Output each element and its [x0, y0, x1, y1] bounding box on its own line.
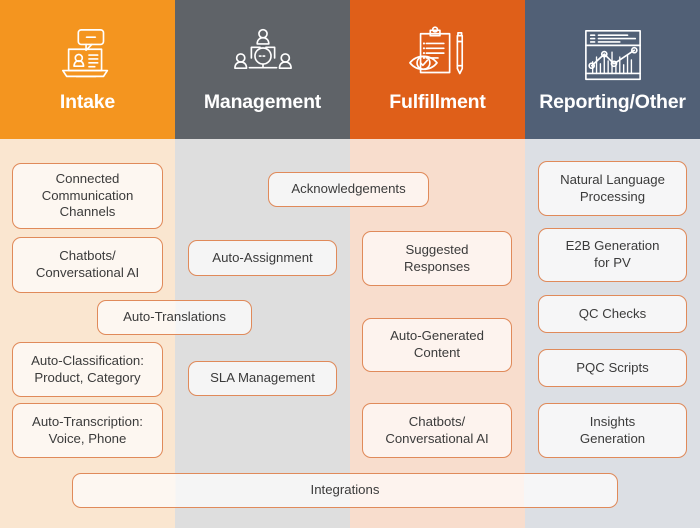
- team-hierarchy-icon: [232, 26, 294, 84]
- capability-box-acknowledgements[interactable]: Acknowledgements: [268, 172, 429, 207]
- capability-label-chatbots-conversational-ai-intake: Chatbots/ Conversational AI: [35, 248, 140, 280]
- capability-box-auto-transcription[interactable]: Auto-Transcription: Voice, Phone: [12, 403, 163, 458]
- capability-label-auto-classification: Auto-Classification: Product, Category: [31, 352, 144, 385]
- capability-box-suggested-responses[interactable]: Suggested Responses: [362, 231, 512, 286]
- capability-label-auto-transcription: Auto-Transcription: Voice, Phone: [32, 413, 143, 446]
- capability-box-integrations[interactable]: Integrations: [72, 473, 618, 508]
- capability-label-natural-language-processing: Natural Language Processing: [560, 171, 665, 204]
- capability-label-auto-assignment: Auto-Assignment: [212, 249, 313, 265]
- capability-box-natural-language-processing[interactable]: Natural Language Processing: [538, 161, 687, 216]
- capability-box-auto-assignment[interactable]: Auto-Assignment: [188, 240, 337, 276]
- capability-box-auto-generated-content[interactable]: Auto-Generated Content: [362, 318, 512, 372]
- capability-box-connected-communication-channels[interactable]: Connected Communication Channels: [12, 163, 163, 229]
- capability-box-chatbots-conversational-ai-fulfillment[interactable]: Chatbots/ Conversational AI: [362, 403, 512, 458]
- laptop-chat-user-icon: [57, 26, 119, 84]
- capability-label-insights-generation: Insights Generation: [579, 413, 646, 446]
- capability-label-pqc-scripts: PQC Scripts: [576, 359, 649, 375]
- capability-label-auto-translations: Auto-Translations: [123, 309, 226, 325]
- column-title-fulfillment: Fulfillment: [389, 91, 486, 113]
- capability-label-auto-generated-content: Auto-Generated Content: [390, 328, 484, 360]
- capability-box-auto-classification[interactable]: Auto-Classification: Product, Category: [12, 342, 163, 397]
- column-title-management: Management: [203, 91, 322, 113]
- capability-box-sla-management[interactable]: SLA Management: [188, 361, 337, 396]
- capability-label-integrations: Integrations: [310, 482, 380, 498]
- analytics-chart-window-icon: [582, 26, 644, 84]
- clipboard-eye-review-icon: [407, 26, 469, 84]
- capability-label-acknowledgements: Acknowledgements: [291, 181, 406, 197]
- column-title-reporting: Reporting/Other: [539, 91, 686, 113]
- capability-box-auto-translations[interactable]: Auto-Translations: [97, 300, 252, 335]
- capability-label-chatbots-conversational-ai-fulfillment: Chatbots/ Conversational AI: [385, 413, 489, 446]
- capability-label-sla-management: SLA Management: [210, 370, 315, 386]
- capability-box-qc-checks[interactable]: QC Checks: [538, 295, 687, 333]
- capability-box-chatbots-conversational-ai-intake[interactable]: Chatbots/ Conversational AI: [12, 237, 163, 293]
- capability-label-e2b-generation-for-pv: E2B Generation for PV: [565, 238, 660, 270]
- capability-label-suggested-responses: Suggested Responses: [404, 241, 470, 274]
- capability-box-e2b-generation-for-pv[interactable]: E2B Generation for PV: [538, 228, 687, 282]
- column-header-intake: Intake: [0, 0, 175, 139]
- capability-box-pqc-scripts[interactable]: PQC Scripts: [538, 349, 687, 387]
- column-header-management: Management: [175, 0, 350, 139]
- column-header-fulfillment: Fulfillment: [350, 0, 525, 139]
- capability-box-insights-generation[interactable]: Insights Generation: [538, 403, 687, 458]
- column-title-intake: Intake: [59, 91, 116, 113]
- capability-label-connected-communication-channels: Connected Communication Channels: [41, 171, 134, 220]
- column-header-reporting: Reporting/Other: [525, 0, 700, 139]
- capability-label-qc-checks: QC Checks: [578, 305, 647, 321]
